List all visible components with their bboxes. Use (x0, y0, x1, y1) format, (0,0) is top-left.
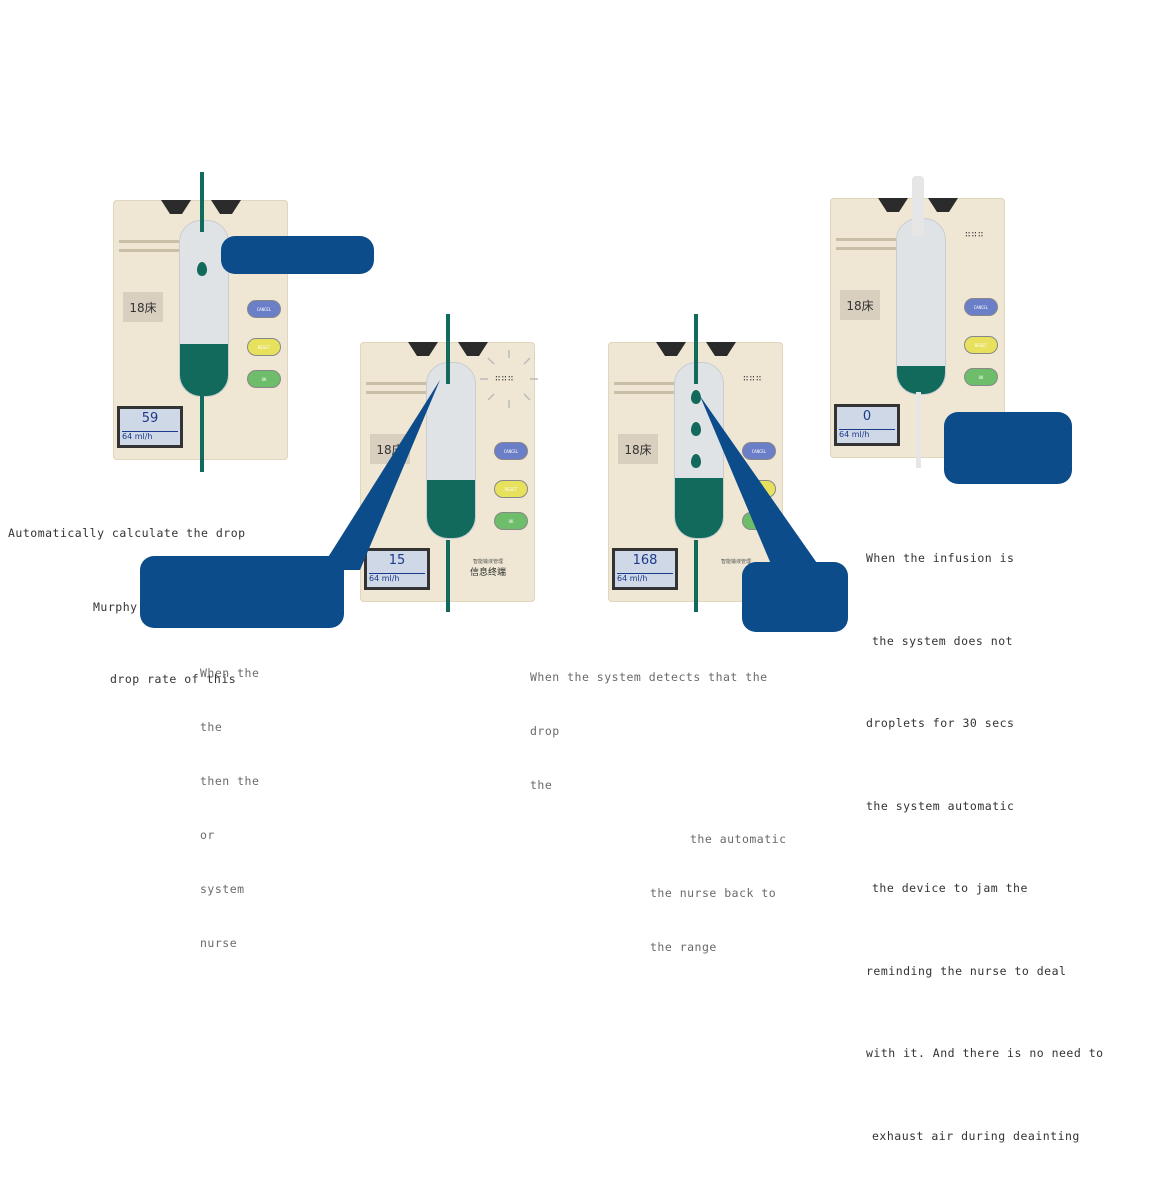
murphy-dropper (179, 220, 229, 397)
caption-line: drop rate of this (110, 672, 237, 686)
iv-tube-top-3 (694, 314, 698, 384)
drop-icon (691, 422, 701, 436)
brand-text: 信息终端 (469, 568, 506, 578)
caption-line: the device to jam the (872, 881, 1028, 895)
brand-small: 智能输液管理 (720, 559, 751, 565)
alarm-speaker-icon: ∷∷∷ (495, 374, 515, 384)
rate-sub: 64 ml/h (122, 431, 178, 443)
caption-line: drop (530, 724, 560, 738)
speaker-icon: ∷∷∷ (965, 230, 985, 240)
caption-line: droplets for 30 secs (866, 716, 1015, 730)
vent-lines (119, 240, 179, 258)
brand-label: 智能输液管理 (706, 558, 766, 565)
iv-tube-bottom-1 (200, 390, 204, 472)
cancel-button[interactable]: CANCEL (494, 442, 528, 460)
caption-line: the (200, 720, 223, 734)
caption-line: nurse (200, 936, 238, 950)
ok-button[interactable]: OK (494, 512, 528, 530)
cancel-button[interactable]: CANCEL (742, 442, 776, 460)
caption-line: When the system detects that the (530, 670, 768, 684)
reset-button[interactable]: RESET (494, 480, 528, 498)
caption-3: When the system detects that the drop th… (530, 632, 787, 974)
rate-display: 15 64 ml/h (364, 548, 430, 590)
iv-tube-top-1 (200, 172, 204, 232)
caption-line: system (200, 882, 245, 896)
cancel-button[interactable]: CANCEL (247, 300, 281, 318)
rate-display: 59 64 ml/h (117, 406, 183, 448)
fluid-level (180, 344, 228, 396)
speaker-icon: ∷∷∷ (743, 374, 763, 384)
caption-line: the (530, 778, 553, 792)
ok-button[interactable]: OK (964, 368, 998, 386)
cap-left (656, 342, 686, 356)
vent-lines (836, 238, 896, 256)
iv-tube-bottom-2 (446, 540, 450, 612)
alarm-burst-icon (480, 350, 538, 408)
cap-right (458, 342, 488, 356)
caption-line: with it. And there is no need to (866, 1046, 1104, 1060)
callout-box-2 (140, 556, 344, 628)
callout-pointer-3 (700, 396, 826, 576)
murphy-dropper (426, 362, 476, 539)
rate-value: 15 (388, 553, 406, 568)
callout-box-4 (944, 412, 1072, 484)
callout-box-1 (221, 236, 374, 274)
cap-right (211, 200, 241, 214)
caption-line: the nurse back to (650, 886, 777, 900)
vent-lines (614, 382, 674, 400)
caption-line: the system does not (872, 633, 1014, 648)
rate-value: 59 (141, 411, 159, 426)
rate-sub: 64 ml/h (839, 429, 895, 441)
cancel-button[interactable]: CANCEL (964, 298, 998, 316)
caption-line: Automatically calculate the drop (8, 526, 246, 540)
ok-button[interactable]: OK (247, 370, 281, 388)
caption-line: the system automatic (866, 798, 1015, 813)
rate-display: 168 64 ml/h (612, 548, 678, 590)
brand-label: 智能输液管理 信息终端 (458, 558, 518, 578)
fluid-level (427, 480, 475, 538)
cap-left (161, 200, 191, 214)
drop-icon (197, 262, 207, 276)
bed-label: 18床 (618, 434, 658, 464)
brand-small: 智能输液管理 (472, 559, 503, 565)
reset-button[interactable]: RESET (247, 338, 281, 356)
cap-right (706, 342, 736, 356)
fluid-level (897, 366, 945, 394)
caption-2: When the the then the or system nurse (200, 628, 259, 970)
drop-icon (691, 454, 701, 468)
rate-value: 0 (862, 409, 872, 424)
cap-left (408, 342, 438, 356)
callout-box-3 (742, 562, 848, 632)
caption-line: the range (650, 940, 717, 954)
iv-tube-bottom-3 (694, 540, 698, 612)
reset-button[interactable]: RESET (964, 336, 998, 354)
caption-line: the automatic (690, 832, 787, 846)
vent-lines (366, 382, 426, 400)
infusion-device-4: ∷∷∷ 18床 CANCEL RESET OK 0 64 ml/h (830, 198, 1005, 458)
callout-pointer-2 (320, 380, 440, 570)
rate-sub: 64 ml/h (369, 573, 425, 585)
drop-icon (691, 390, 701, 404)
murphy-dropper (896, 218, 946, 395)
caption-line: exhaust air during deainting (872, 1128, 1080, 1143)
caption-line: When the infusion is (866, 551, 1015, 565)
rate-sub: 64 ml/h (617, 573, 673, 585)
iv-tube-top-4 (912, 176, 924, 236)
rate-value: 168 (632, 553, 658, 568)
caption-line: reminding the nurse to deal (866, 963, 1067, 978)
caption-line: then the (200, 774, 260, 788)
caption-line: When the (200, 666, 260, 680)
bed-label: 18床 (840, 290, 880, 320)
iv-tube-bottom-4 (916, 392, 921, 468)
fluid-level (675, 478, 723, 538)
iv-tube-top-2 (446, 314, 450, 384)
cap-left (878, 198, 908, 212)
caption-line: or (200, 828, 215, 842)
cap-right (928, 198, 958, 212)
caption-4: When the infusion is the system does not… (866, 490, 1104, 1178)
rate-display: 0 64 ml/h (834, 404, 900, 446)
bed-label: 18床 (123, 292, 163, 322)
